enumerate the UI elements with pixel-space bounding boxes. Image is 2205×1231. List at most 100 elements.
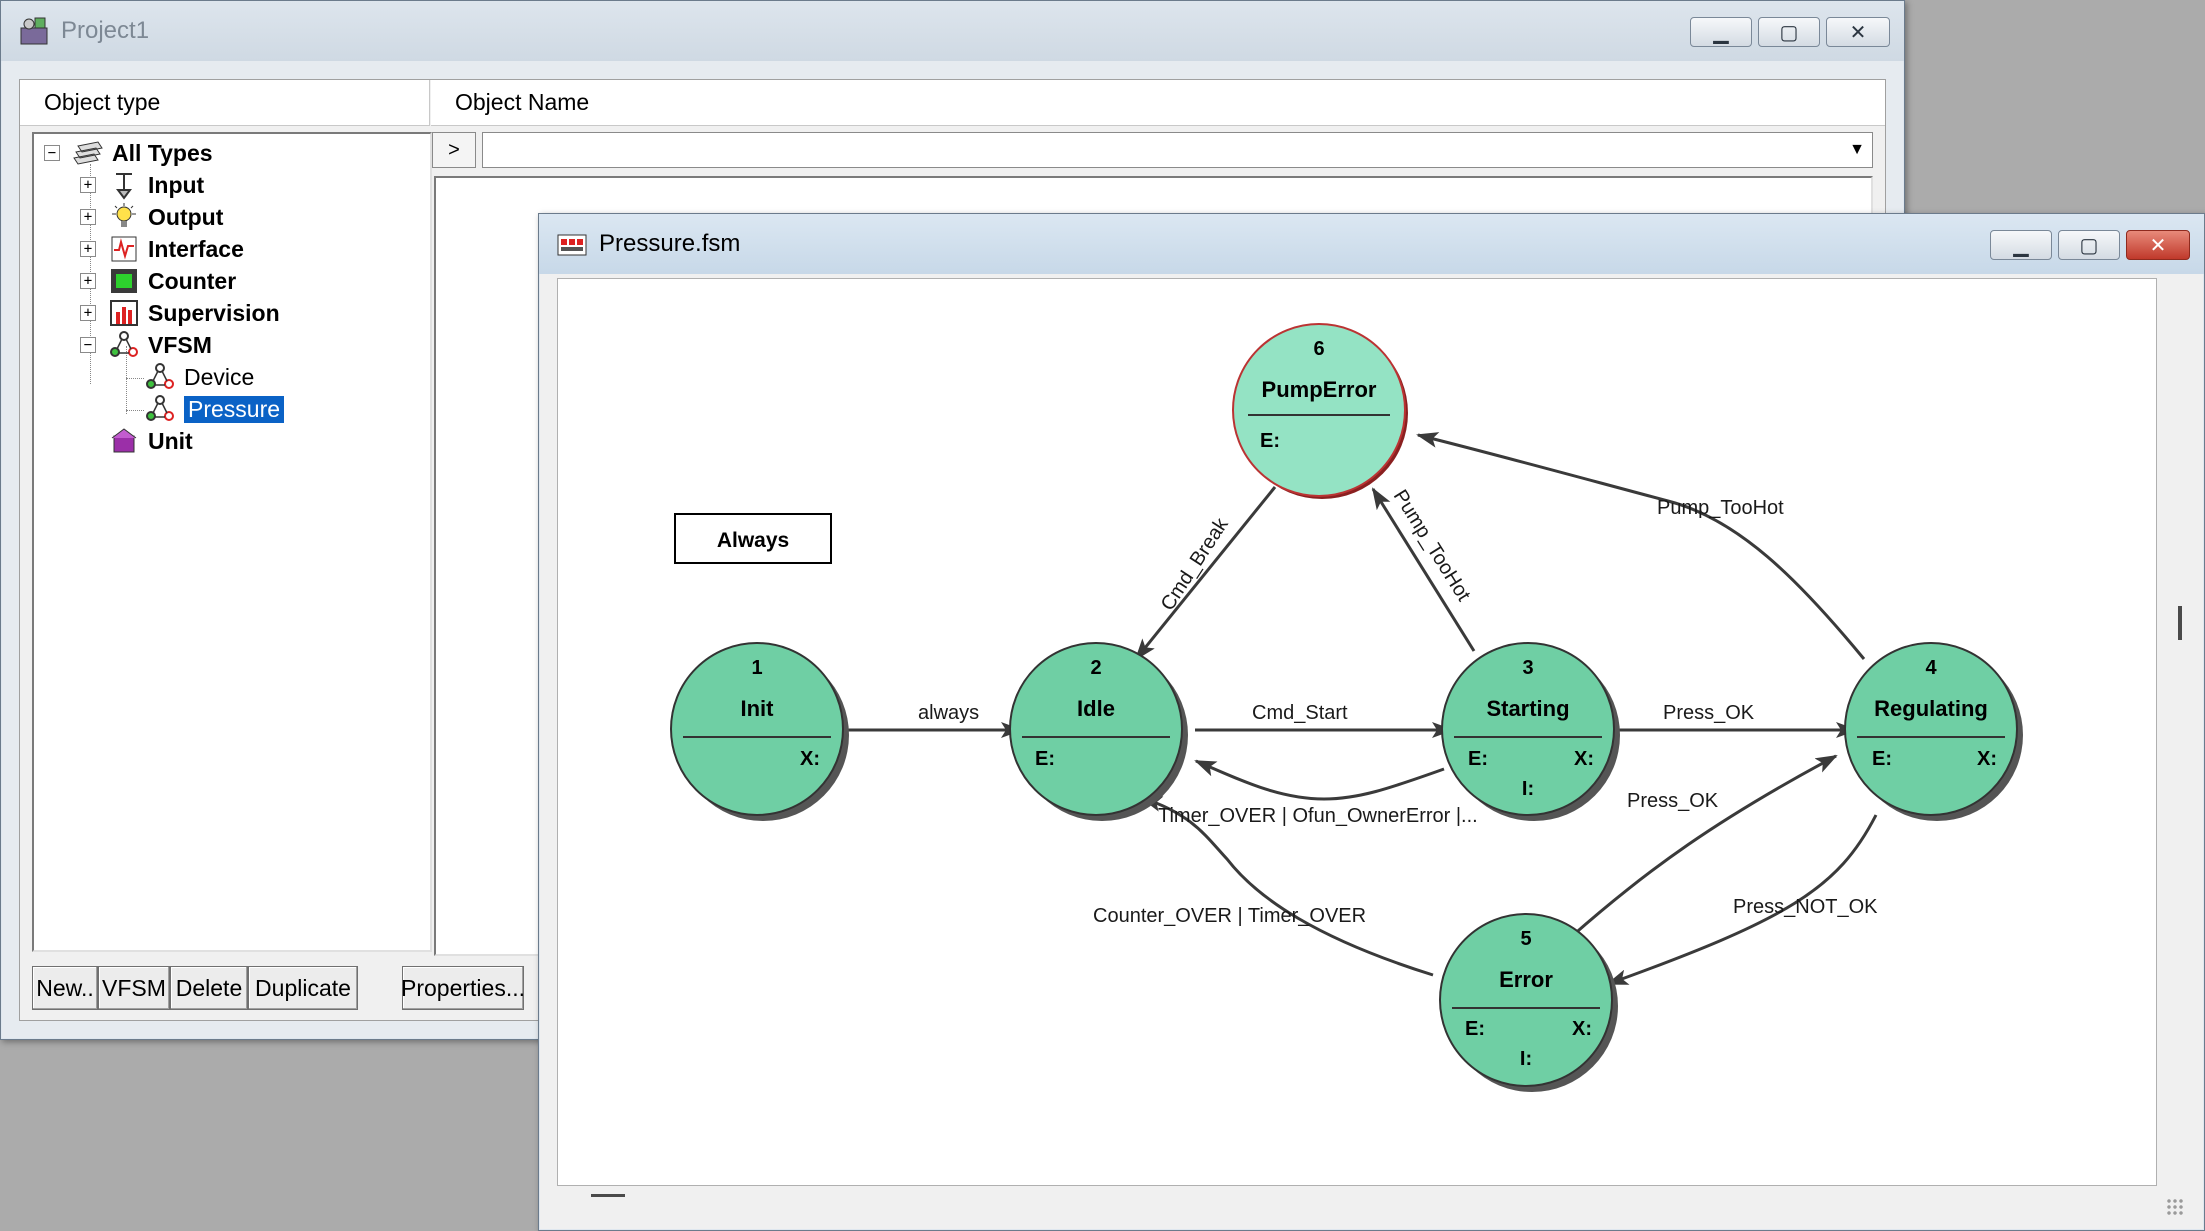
resize-grip-icon[interactable] xyxy=(2166,1198,2184,1216)
close-icon: ✕ xyxy=(2149,234,2167,257)
tree-node-counter[interactable]: + Counter xyxy=(80,266,236,296)
expand-icon[interactable]: + xyxy=(80,209,96,225)
expand-icon[interactable]: + xyxy=(80,177,96,193)
tree-node-all-types[interactable]: − All Types xyxy=(44,138,213,168)
vertical-scrollbar[interactable] xyxy=(2160,278,2190,1184)
state-diagram[interactable]: Always always Cmd_Start Timer_OVER | Ofu… xyxy=(558,279,2156,1185)
transition-starting-idle[interactable] xyxy=(1194,759,1445,801)
transition-error-regulating[interactable] xyxy=(1570,754,1838,939)
transition-regulating-pumperror[interactable] xyxy=(1416,432,1866,660)
tree-node-supervision[interactable]: + Supervision xyxy=(80,298,280,328)
maximize-icon: ▢ xyxy=(2079,234,2099,257)
state-5-error[interactable]: 5 Error E: X: I: xyxy=(1439,913,1618,1092)
object-type-header[interactable]: Object type xyxy=(20,80,430,126)
maximize-icon: ▢ xyxy=(1779,21,1799,44)
chevron-down-icon[interactable]: ▼ xyxy=(1849,141,1865,158)
minimize-button[interactable]: ▁ xyxy=(1990,230,2052,260)
project-title: Project1 xyxy=(61,17,150,44)
input-icon xyxy=(116,173,132,200)
expand-icon[interactable]: + xyxy=(80,273,96,289)
tree-node-vfsm[interactable]: − VFSM xyxy=(80,330,212,360)
project-app-icon xyxy=(20,17,48,45)
tree-node-input[interactable]: + Input xyxy=(80,170,204,200)
tree-label: Unit xyxy=(148,427,193,454)
state-6-pumperror[interactable]: 6 PumpError E: xyxy=(1232,323,1408,499)
transition-label: Press_NOT_OK xyxy=(1733,896,1878,918)
transition-label: Press_OK xyxy=(1627,790,1719,812)
object-type-tree[interactable]: − All Types + Input + O xyxy=(32,132,432,952)
close-button[interactable]: ✕ xyxy=(2126,230,2190,260)
state-entry: E: xyxy=(1035,748,1055,770)
state-exit: X: xyxy=(1572,1018,1592,1040)
state-3-starting[interactable]: 3 Starting E: X: I: xyxy=(1441,642,1620,821)
transition-label: always xyxy=(918,702,979,724)
vertical-scroll-thumb[interactable] xyxy=(2178,606,2182,640)
transitions xyxy=(845,432,1878,986)
vfsm-icon xyxy=(146,395,174,421)
tree-node-device[interactable]: Device xyxy=(144,362,254,392)
transition-label: Counter_OVER | Timer_OVER xyxy=(1093,905,1366,927)
collapse-icon[interactable]: − xyxy=(44,145,60,161)
tree-label-selected: Pressure xyxy=(184,395,285,423)
transition-regulating-error[interactable] xyxy=(1606,814,1878,986)
duplicate-button[interactable]: Duplicate xyxy=(248,966,358,1010)
transition-label: Cmd_Break xyxy=(1157,513,1234,614)
project-titlebar[interactable]: Project1 ▁ ▢ ✕ xyxy=(1,1,1904,61)
tree-label: Counter xyxy=(148,267,237,294)
tree-label: Supervision xyxy=(148,299,280,326)
minimize-button[interactable]: ▁ xyxy=(1690,17,1752,47)
state-entry: E: xyxy=(1465,1018,1485,1040)
tree-label: All Types xyxy=(112,139,213,166)
transition-label: Press_OK xyxy=(1663,702,1755,724)
state-name: Init xyxy=(741,696,775,721)
state-1-init[interactable]: 1 Init X: xyxy=(670,642,849,821)
horizontal-scroll-thumb[interactable] xyxy=(591,1194,625,1197)
properties-button[interactable]: Properties... xyxy=(401,966,525,1010)
nav-arrow-button[interactable]: > xyxy=(432,132,476,168)
minimize-icon: ▁ xyxy=(2013,234,2029,257)
fsm-app-icon xyxy=(557,234,587,256)
state-input: I: xyxy=(1522,778,1534,800)
state-id: 3 xyxy=(1522,657,1533,679)
expand-icon[interactable]: + xyxy=(80,241,96,257)
fsm-title: Pressure.fsm xyxy=(599,230,741,257)
vfsm-icon xyxy=(110,331,138,357)
state-4-regulating[interactable]: 4 Regulating E: X: xyxy=(1844,642,2023,821)
vfsm-button[interactable]: VFSM xyxy=(98,966,170,1010)
maximize-button[interactable]: ▢ xyxy=(1758,17,1820,47)
transition-label: Pump_TooHot xyxy=(1657,497,1784,519)
transition-error-idle[interactable] xyxy=(1140,796,1434,977)
state-name: PumpError xyxy=(1262,377,1377,402)
collapse-icon[interactable]: − xyxy=(80,337,96,353)
counter-icon xyxy=(111,269,137,293)
tree-label: Device xyxy=(184,363,255,390)
state-2-idle[interactable]: 2 Idle E: xyxy=(1009,642,1188,821)
transition-idle-pumperror[interactable] xyxy=(1134,486,1277,661)
interface-icon xyxy=(111,236,137,262)
fsm-canvas[interactable]: Always always Cmd_Start Timer_OVER | Ofu… xyxy=(557,278,2157,1186)
expand-icon[interactable]: + xyxy=(80,305,96,321)
state-id: 1 xyxy=(751,657,762,679)
tree-label: Output xyxy=(148,203,224,230)
always-box[interactable]: Always xyxy=(674,513,832,564)
tree-node-pressure[interactable]: Pressure xyxy=(144,394,285,424)
tree-node-interface[interactable]: + Interface xyxy=(80,234,244,264)
object-name-header[interactable]: Object Name xyxy=(431,80,1885,126)
transition-label: Timer_OVER | Ofun_OwnerError |... xyxy=(1158,805,1478,827)
transition-starting-pumperror[interactable] xyxy=(1371,487,1476,652)
close-button[interactable]: ✕ xyxy=(1826,17,1890,47)
delete-button[interactable]: Delete xyxy=(170,966,248,1010)
maximize-button[interactable]: ▢ xyxy=(2058,230,2120,260)
all-types-icon xyxy=(73,141,103,165)
tree-node-output[interactable]: + Output xyxy=(80,202,223,232)
transition-label: Pump_TooHot xyxy=(1389,486,1475,606)
tree-node-unit[interactable]: Unit xyxy=(108,426,193,456)
object-name-combo[interactable]: ▼ xyxy=(482,132,1873,168)
fsm-titlebar[interactable]: Pressure.fsm ▁ ▢ ✕ xyxy=(539,214,2204,274)
state-entry: E: xyxy=(1468,748,1488,770)
state-name: Idle xyxy=(1077,696,1115,721)
new-button[interactable]: New.. xyxy=(32,966,98,1010)
always-label: Always xyxy=(717,529,789,552)
state-entry: E: xyxy=(1260,430,1280,452)
state-name: Starting xyxy=(1486,696,1569,721)
